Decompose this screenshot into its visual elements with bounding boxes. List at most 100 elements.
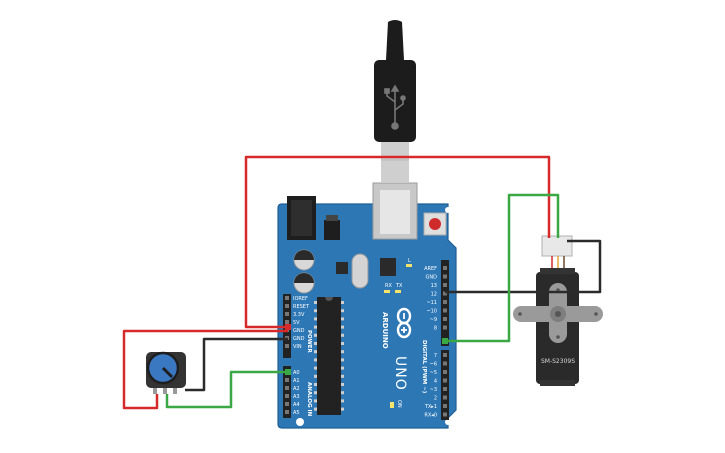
digital-pin[interactable] [443,353,447,357]
digital-pin[interactable] [443,274,447,279]
chip-leg [314,366,317,370]
mount-hole [296,418,304,426]
power-pin[interactable] [285,312,289,316]
analog-pin-label: A1 [293,378,300,384]
digital-pin-label: GND [426,275,438,281]
chip-leg [341,407,344,411]
chip-leg [341,333,344,337]
digital-pin[interactable] [443,266,447,270]
on-led [390,402,394,408]
chip-leg [314,383,317,386]
wire-5v-servo-red[interactable] [244,155,551,329]
power-pin-label: 5V [293,320,300,326]
chip-leg [341,399,344,403]
digital-pin[interactable] [443,387,447,391]
servo-horn[interactable] [513,283,603,343]
potentiometer-pin [163,388,167,394]
usb-cable[interactable] [374,20,416,182]
analog-pin[interactable] [285,378,289,382]
atmega-chip [314,297,344,415]
digital-pin[interactable] [443,325,447,330]
analog-pin[interactable] [285,386,289,390]
analog-pin[interactable] [285,410,289,414]
digital-pin-label: 7 [434,353,437,359]
chip-leg [341,342,344,345]
digital-pin-label: ~9 [430,317,437,323]
power-pin[interactable] [285,296,289,300]
small-chip [336,262,348,274]
analog-pin-label: A2 [293,386,300,392]
digital-pin-label: ~11 [426,300,437,306]
analog-pin[interactable] [285,394,289,398]
digital-pin-label: 13 [431,283,437,289]
power-pin-label: GND [293,328,305,334]
analog-pin[interactable] [285,402,289,406]
chip-leg [314,399,317,403]
power-pin[interactable] [285,304,289,308]
power-pin[interactable] [285,344,289,348]
rx-led [384,290,390,293]
digital-pin[interactable] [443,412,447,417]
digital-pin[interactable] [443,395,447,400]
chip-leg [314,301,317,304]
power-pin[interactable] [285,320,289,324]
analog-pin-label: A4 [293,402,300,408]
chip-leg [341,383,344,386]
chip-leg [341,301,344,304]
servo-mount-tab [540,268,575,274]
reset-button-cap [429,218,441,230]
digital-pin[interactable] [443,317,447,321]
digital-pin[interactable] [443,370,447,374]
chip-leg [341,317,344,321]
crystal-oscillator [351,253,369,289]
analog-pin-header [283,366,291,418]
usb-cable-strain-relief [386,20,404,60]
power-pin-label: IOREF [293,296,308,302]
chip-leg [314,407,317,411]
digital-pin-label: RX◂0 [424,413,437,419]
tx-led [395,290,401,293]
power-pin-label: GND [293,336,305,342]
digital-pin-label: ~6 [430,362,437,368]
chip-leg [314,358,317,362]
on-led-label: ON [396,400,402,408]
wire-endpoint [285,324,291,330]
chip-leg [314,325,317,329]
digital-pin-label: 4 [434,379,437,385]
digital-pin[interactable] [443,378,447,383]
arduino-logo-icon [396,307,412,339]
chip-leg [341,358,344,362]
chip-leg [341,391,344,395]
wire-endpoint [285,369,291,375]
digital-pin[interactable] [443,291,447,296]
power-pin-label: 3.3V [293,312,305,318]
wire-a0-pot-green[interactable] [165,370,288,409]
l-led-label: L [408,258,411,264]
arduino-uno-board[interactable]: L RX TX ARDUINO UNO ON POWER ANALOG IN D… [277,182,457,429]
servo-motor[interactable]: SM-S2309S [513,235,603,386]
digital-pin[interactable] [443,283,447,287]
digital-pin[interactable] [443,308,447,313]
usb-icon [384,84,406,130]
chip-leg [314,309,317,313]
digital-pin[interactable] [443,361,447,366]
potentiometer[interactable] [146,351,186,394]
chip-leg [314,374,317,378]
digital-pin-label: 8 [434,326,437,332]
digital-pin-label: ~5 [430,370,437,376]
wire-endpoint [442,338,448,344]
analog-pin-label: A0 [293,370,300,376]
analog-pin-label: A3 [293,394,300,400]
digital-pin[interactable] [443,300,447,304]
mount-hole [445,207,451,213]
wire-5v-pot-red[interactable] [122,329,288,410]
wire-pin9-servo-green[interactable] [445,193,560,343]
servo-connector [541,235,573,257]
rx-led-label: RX [385,283,392,289]
digital-pin[interactable] [443,404,447,408]
chip-leg [314,342,317,345]
wire-gnd-servo-black[interactable] [445,239,602,294]
potentiometer-pin [153,388,157,394]
wire-gnd-pot-black[interactable] [185,337,288,392]
potentiometer-pin [173,388,177,394]
